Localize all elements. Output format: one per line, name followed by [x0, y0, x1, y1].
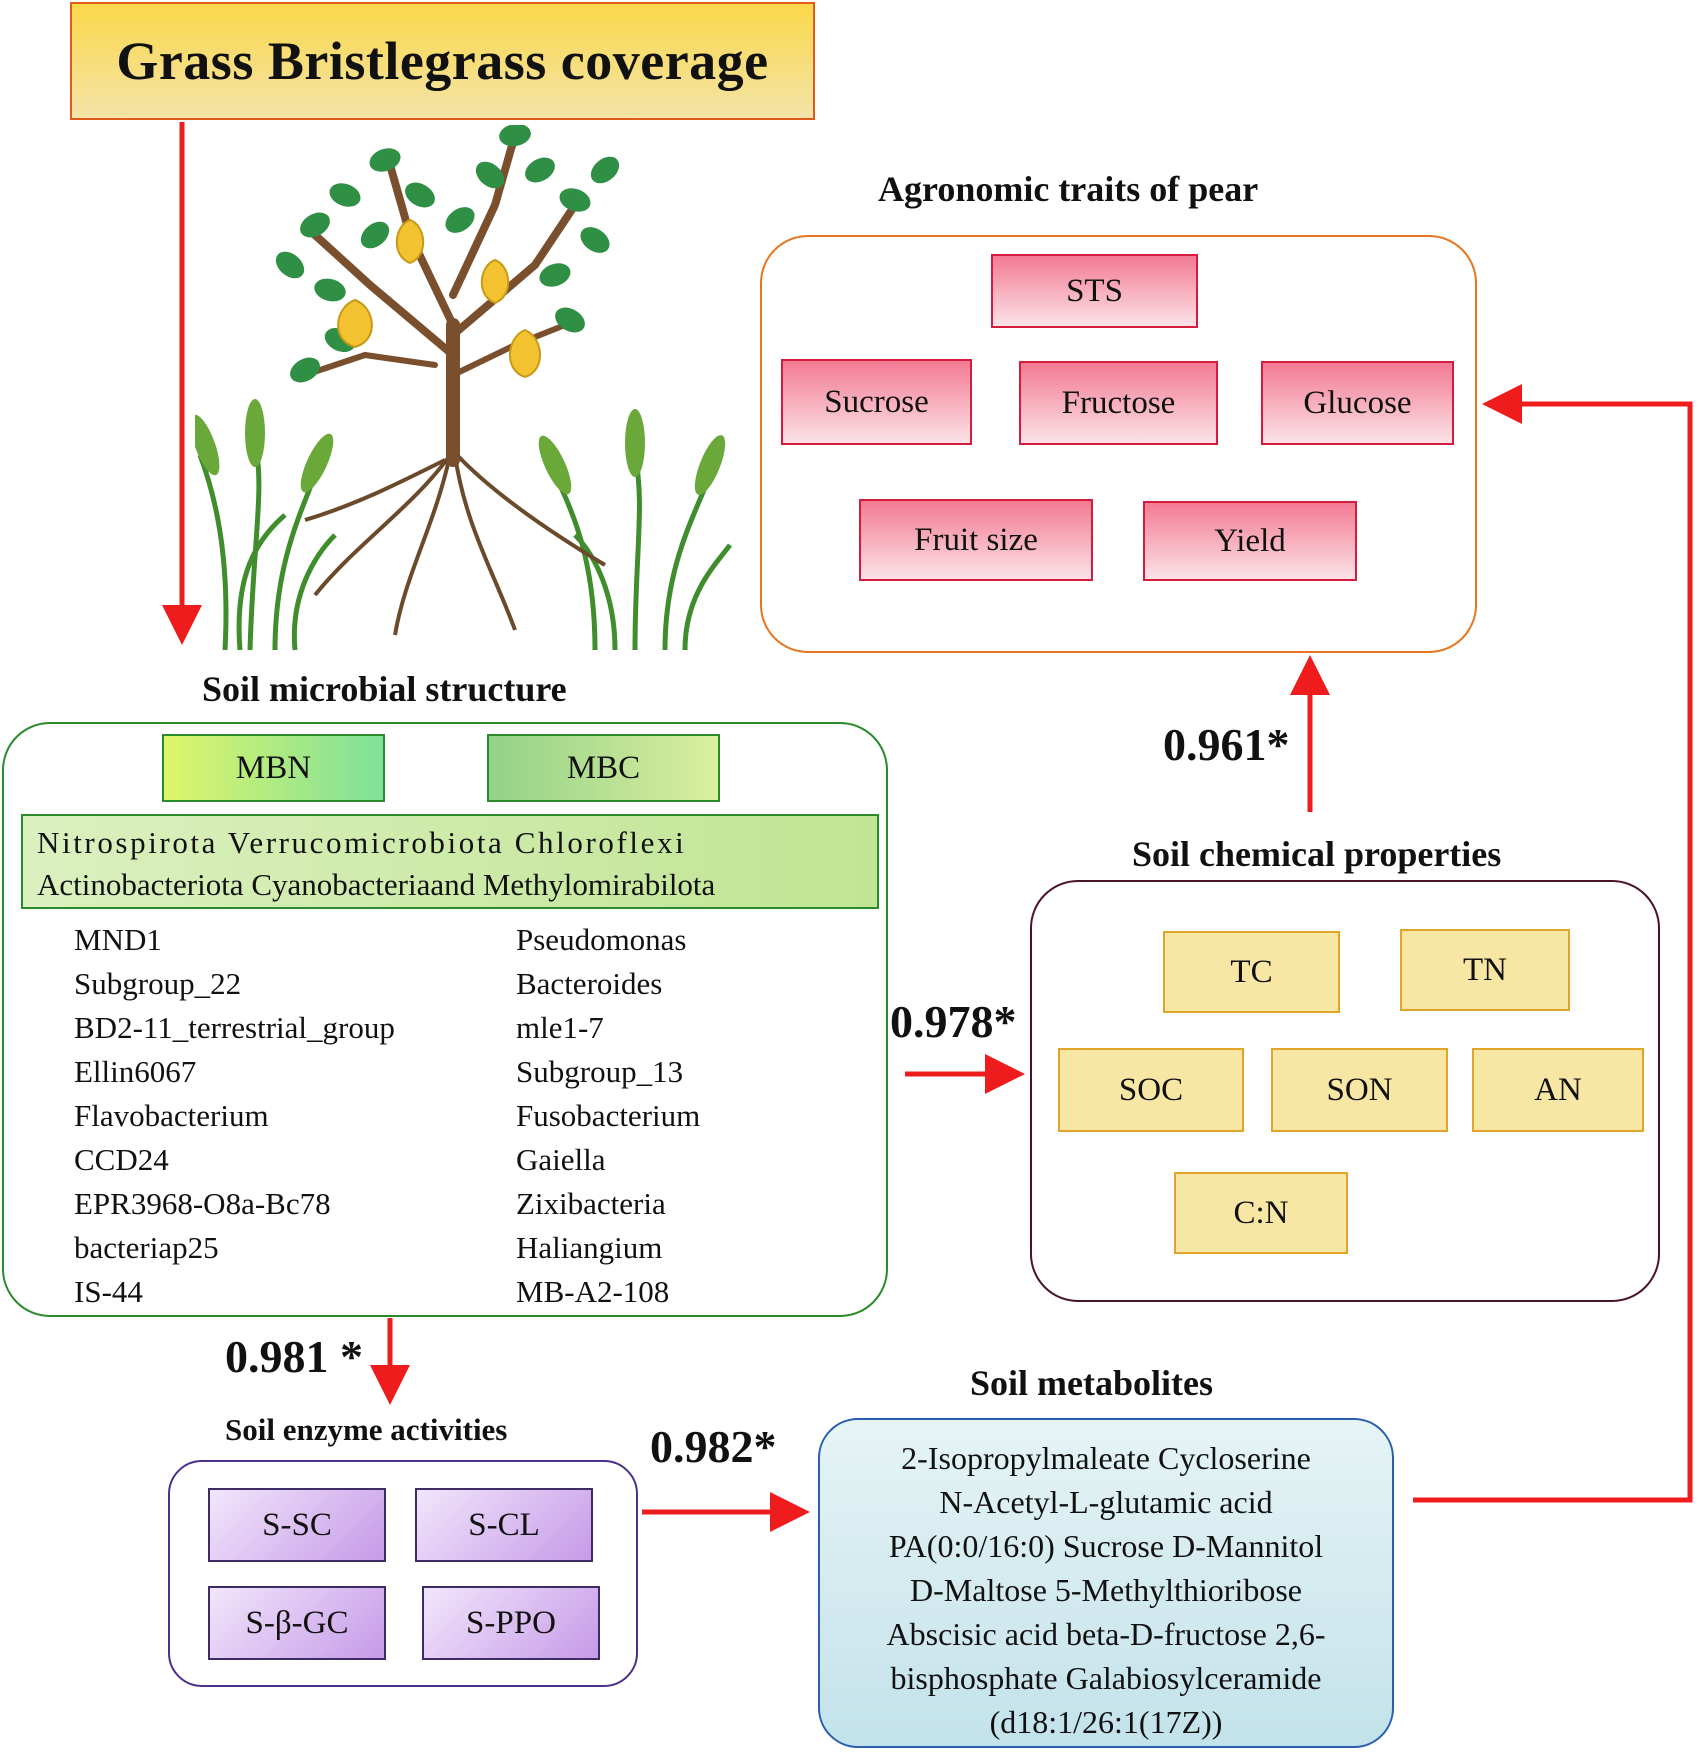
phyla-box: Nitrospirota Verrucomicrobiota Chlorofle…	[21, 814, 879, 909]
edge-label-chemical-agronomic: 0.961*	[1163, 719, 1290, 770]
chem-tc: TC	[1163, 931, 1340, 1013]
arrow-metabolites-to-agronomic	[1413, 384, 1693, 1503]
genus-item: Ellin6067	[74, 1054, 197, 1089]
mbc-box: MBC	[487, 734, 720, 802]
genus-item: Subgroup_22	[74, 966, 242, 1001]
metabolites-panel: 2-Isopropylmaleate Cycloserine N-Acetyl-…	[818, 1418, 1394, 1748]
metabolite-line: Abscisic acid beta-D-fructose 2,6-	[886, 1616, 1326, 1652]
treatment-title: Grass Bristlegrass coverage	[116, 31, 769, 91]
metabolite-line: (d18:1/26:1(17Z))	[989, 1704, 1223, 1740]
phyla-line: Nitrospirota Verrucomicrobiota Chlorofle…	[37, 825, 687, 860]
genus-item: EPR3968-O8a-Bc78	[74, 1186, 331, 1221]
grass-left-icon	[195, 399, 337, 651]
chem-cn: C:N	[1174, 1172, 1348, 1254]
agronomic-traits-panel: STS Sucrose Fructose Glucose Fruit size …	[760, 235, 1477, 653]
genus-item: Bacteroides	[516, 966, 663, 1001]
genus-item: CCD24	[74, 1142, 169, 1177]
metabolite-line: N-Acetyl-L-glutamic acid	[939, 1484, 1273, 1520]
metabolites-list: 2-Isopropylmaleate Cycloserine N-Acetyl-…	[820, 1436, 1392, 1744]
grass-right-icon	[538, 409, 732, 651]
enzyme-title: Soil enzyme activities	[225, 1412, 508, 1447]
genus-item: IS-44	[74, 1274, 143, 1309]
genus-item: Gaiella	[516, 1142, 606, 1177]
pear-tree-illustration	[195, 125, 732, 651]
pear-fruit-icon	[337, 218, 541, 379]
genus-item: BD2-11_terrestrial_group	[74, 1010, 395, 1045]
edge-label-microbial-enzyme: 0.981 *	[225, 1331, 363, 1382]
genus-item: Fusobacterium	[516, 1098, 701, 1133]
chemical-title: Soil chemical properties	[1132, 834, 1502, 874]
trait-fruit-size: Fruit size	[859, 499, 1093, 581]
metabolite-line: PA(0:0/16:0) Sucrose D-Mannitol	[888, 1528, 1324, 1564]
metabolite-line: 2-Isopropylmaleate Cycloserine	[901, 1440, 1311, 1476]
metabolite-line: bisphosphate Galabiosylceramide	[890, 1660, 1322, 1696]
genus-item: MB-A2-108	[516, 1274, 670, 1309]
metabolites-title: Soil metabolites	[970, 1363, 1213, 1403]
edge-label-enzyme-metabolites: 0.982*	[650, 1421, 777, 1472]
microbial-title: Soil microbial structure	[202, 669, 567, 709]
trait-sucrose: Sucrose	[781, 359, 972, 445]
chem-son: SON	[1271, 1048, 1448, 1132]
genera-left-list: MND1 Subgroup_22 BD2-11_terrestrial_grou…	[74, 918, 395, 1314]
trait-sts: STS	[991, 254, 1198, 328]
genus-item: bacteriap25	[74, 1230, 219, 1265]
agronomic-title: Agronomic traits of pear	[878, 169, 1259, 209]
tree-roots-icon	[304, 453, 607, 636]
genus-item: Flavobacterium	[74, 1098, 269, 1133]
enzyme-s-sc: S-SC	[208, 1488, 386, 1562]
chem-tn: TN	[1400, 929, 1570, 1011]
treatment-title-box: Grass Bristlegrass coverage	[70, 2, 815, 120]
microbial-structure-panel: MBN MBC Nitrospirota Verrucomicrobiota C…	[2, 722, 888, 1317]
trait-fructose: Fructose	[1019, 361, 1218, 445]
mbn-box: MBN	[162, 734, 385, 802]
genus-item: mle1-7	[516, 1010, 604, 1045]
chemical-properties-panel: TC TN SOC SON AN C:N	[1030, 880, 1660, 1302]
genus-item: MND1	[74, 922, 162, 957]
phyla-line: Actinobacteriota Cyanobacteriaand Methyl…	[37, 867, 716, 902]
tree-leaves-icon	[275, 125, 620, 383]
genera-right-list: Pseudomonas Bacteroides mle1-7 Subgroup_…	[516, 918, 700, 1314]
enzyme-s-ppo: S-PPO	[422, 1586, 600, 1660]
enzyme-activities-panel: S-SC S-CL S-β-GC S-PPO	[168, 1460, 638, 1687]
trait-yield: Yield	[1143, 501, 1357, 581]
enzyme-s-b-gc: S-β-GC	[208, 1586, 386, 1660]
trait-glucose: Glucose	[1261, 361, 1454, 445]
metabolite-line: D-Maltose 5-Methylthioribose	[910, 1572, 1302, 1608]
enzyme-s-cl: S-CL	[415, 1488, 593, 1562]
edge-label-microbial-chemical: 0.978*	[890, 996, 1017, 1047]
genus-item: Subgroup_13	[516, 1054, 684, 1089]
genus-item: Pseudomonas	[516, 922, 687, 957]
chem-soc: SOC	[1058, 1048, 1244, 1132]
genus-item: Zixibacteria	[516, 1186, 666, 1221]
chem-an: AN	[1472, 1048, 1644, 1132]
genus-item: Haliangium	[516, 1230, 663, 1265]
